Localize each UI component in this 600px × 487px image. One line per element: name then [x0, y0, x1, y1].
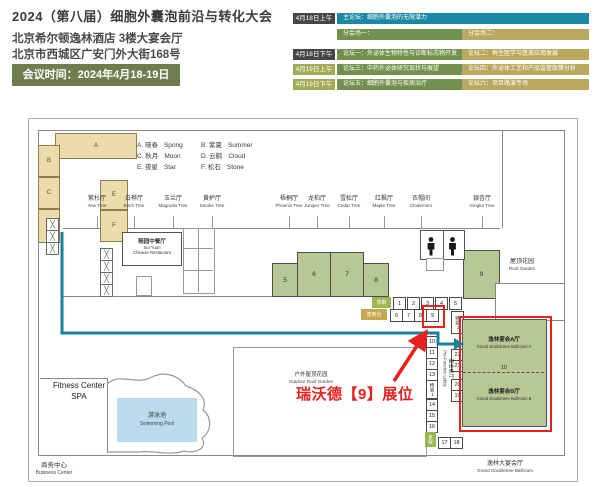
room-b: B — [38, 145, 60, 177]
ballroom-divider — [463, 372, 544, 373]
booth-15: 15 — [426, 410, 438, 422]
special-booth-1: 特装1 — [426, 380, 438, 399]
forum-1: 论坛一：外泌体生物特性与诊断标志物开发 — [337, 49, 463, 60]
ballroom-door-number: 10 — [501, 365, 507, 371]
hotel-address-line1: 北京希尔顿逸林酒店 3楼大宴会厅 — [12, 33, 183, 45]
leader-line — [421, 216, 422, 228]
business-center-label: 商务中心 Business Center — [35, 462, 73, 476]
leader-line — [97, 216, 98, 228]
restroom-men — [420, 230, 444, 260]
service-divider — [198, 228, 199, 292]
forum-5: 论坛五：细胞外囊泡与疾病治疗 — [337, 79, 463, 90]
room-8: 8 — [363, 263, 389, 297]
session-time-0419pm: 4月19日下午 — [293, 79, 335, 90]
restroom-entry — [426, 258, 444, 271]
hotel-address-line2: 北京市西城区广安门外大街168号 — [12, 49, 181, 61]
room-6: 6 — [297, 252, 331, 297]
leader-line — [317, 216, 318, 228]
wall-fitness-top — [40, 378, 107, 379]
track2-header: 分会场二： — [462, 29, 589, 40]
leader-line — [212, 216, 213, 228]
wall-bottom — [38, 455, 565, 456]
prefunction-lobby-label: 宴会前厅 Pre-Function Lobby — [442, 350, 454, 387]
service-area — [183, 228, 215, 294]
roof-garden-room — [495, 283, 565, 321]
session-time-0419am: 4月19日上午 — [293, 64, 335, 75]
wall-top — [38, 130, 565, 131]
wall-left — [38, 130, 39, 455]
leader-line — [482, 216, 483, 228]
tea-break-tag: 茶歇 — [372, 297, 391, 308]
leader-line — [134, 216, 135, 228]
registration-desk-tag: 签到台 — [361, 309, 387, 320]
forum-4: 论坛四：外泌体工艺和产品监管政策分析 — [462, 64, 589, 75]
sui-yuan-restaurant: 随园中餐厅 Sui Yuan Chinese Restaurant — [122, 232, 182, 266]
leader-line — [173, 216, 174, 228]
track1-header: 分会场一： — [337, 29, 463, 40]
main-forum-bar: 主论坛：细胞外囊泡的无限潜力 — [337, 13, 589, 24]
room-a: A — [55, 133, 137, 159]
leader-line — [349, 216, 350, 228]
grand-ballroom-label: 逸林大宴会厅 Grand Doubletree Ballroom — [477, 461, 533, 474]
ballroom-fill — [462, 319, 547, 427]
ballroom-a-label: 逸林宴会A厅 Grand Doubletree Ballroom A — [476, 337, 532, 349]
swimming-pool: 游泳池 Swimming Pool — [117, 398, 197, 442]
roof-garden-label: 屋顶花园 Roof Garden — [508, 259, 536, 272]
forum-2: 论坛二：再生医学与医美应用发展 — [462, 49, 589, 60]
page-title: 2024（第八届）细胞外囊泡前沿与转化大会 — [12, 9, 273, 24]
elevator-icon: ╳ — [46, 242, 59, 255]
session-time-0418pm: 4月18日下午 — [293, 49, 335, 60]
elevator-icon: ╳ — [100, 284, 113, 297]
room-e: E — [100, 180, 128, 210]
outdoor-roof-garden-label: 户外屋顶花园 Outdoor Roof Garden — [288, 372, 334, 384]
tea-break-tag-vertical: 茶歇 — [425, 432, 436, 447]
room-c: C — [38, 177, 60, 209]
ballroom-red-outline — [459, 316, 552, 432]
elevator-icon: ╳ — [46, 230, 59, 243]
room-5: 5 — [272, 263, 298, 297]
ballroom-b-label: 逸林宴会B厅 Grand Doubletree Ballroom B — [476, 389, 532, 401]
session-time-0418am: 4月18日上午 — [293, 13, 335, 24]
forum-3: 论坛三：中药外泌体研究现状与展望 — [337, 64, 463, 75]
booth-callout-text: 瑞沃德【9】展位 — [296, 386, 414, 403]
booth-18: 18 — [450, 437, 463, 449]
leader-line — [289, 216, 290, 228]
wall-topright — [502, 130, 503, 228]
booth-9-highlight — [422, 305, 445, 328]
meeting-time-badge: 会议时间：2024年4月18-19日 — [12, 64, 180, 86]
restroom-women — [443, 230, 465, 260]
room-7: 7 — [330, 252, 364, 297]
room-9: 9 — [463, 250, 500, 299]
pillar — [136, 276, 152, 296]
leader-line — [384, 216, 385, 228]
booth-5: 5 — [449, 297, 462, 310]
wall-hall-top — [63, 228, 500, 229]
forum-6: 论坛六：项目路演专场 — [462, 79, 589, 90]
fitness-center-label: Fitness Center SPA — [52, 381, 106, 401]
